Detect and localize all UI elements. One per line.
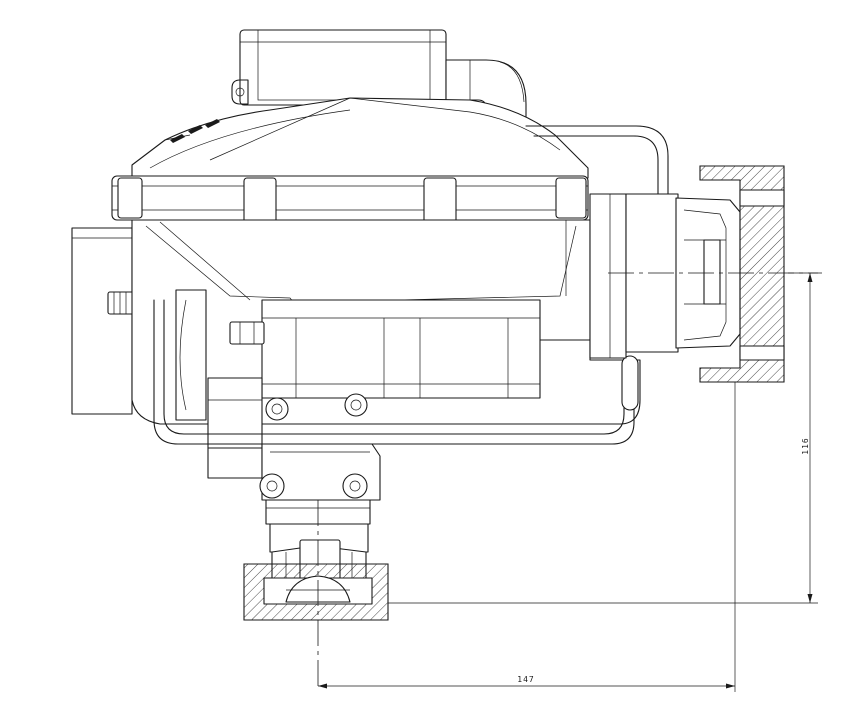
- left-rib: [175, 289, 263, 479]
- bottom-screw-left: [259, 473, 285, 499]
- right-nut-section: [699, 165, 785, 383]
- body-screw-right: [344, 393, 368, 417]
- dome-cover: [131, 97, 589, 179]
- dimension-147: 147: [318, 382, 736, 692]
- dimension-147-label: 147: [517, 675, 534, 684]
- right-coupling: [589, 193, 741, 359]
- bottom-outlet: [261, 443, 381, 581]
- bottom-nut-section: [243, 563, 389, 621]
- logo-mark: [170, 119, 220, 143]
- lid-band: [111, 175, 589, 229]
- bottom-screw-right: [342, 473, 368, 499]
- lower-chamber: [229, 299, 541, 399]
- top-cap: [231, 29, 447, 106]
- dimension-116: 116: [388, 272, 818, 604]
- dimension-116-label: 116: [801, 437, 810, 454]
- body-screw-left: [265, 397, 289, 421]
